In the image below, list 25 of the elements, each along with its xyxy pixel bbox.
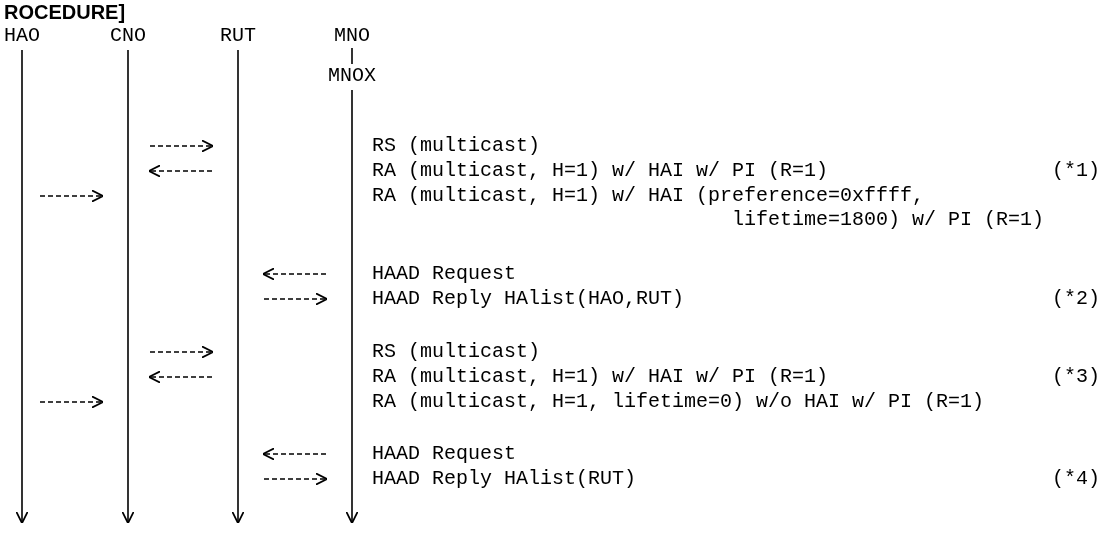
lifeline xyxy=(121,49,135,524)
message-text: HAAD Request xyxy=(372,442,517,466)
message-text: RS (multicast) xyxy=(372,134,541,158)
lifeline-label: RUT xyxy=(220,24,256,48)
message-text: HAAD Request xyxy=(372,262,517,286)
title: ROCEDURE] xyxy=(4,0,126,24)
note-mark: (*1) xyxy=(1052,159,1100,183)
lifeline xyxy=(345,89,359,524)
note-mark: (*2) xyxy=(1052,287,1100,311)
message-text: RA (multicast, H=1) w/ HAI w/ PI (R=1) xyxy=(372,159,829,183)
lifeline xyxy=(231,49,245,524)
lifeline-label: MNO xyxy=(334,24,370,48)
lifeline-label: HAO xyxy=(4,24,40,48)
note-mark: (*4) xyxy=(1052,467,1100,491)
lifeline xyxy=(15,49,29,524)
message-text: HAAD Reply HAlist(HAO,RUT) xyxy=(372,287,685,311)
note-mark: (*3) xyxy=(1052,365,1100,389)
message-text: RA (multicast, H=1) w/ HAI w/ PI (R=1) xyxy=(372,365,829,389)
lifeline-label: MNOX xyxy=(328,64,376,88)
message-text: RA (multicast, H=1) w/ HAI (preference=0xffff, lifetime=1800) w/ PI (R=1) xyxy=(372,184,1046,232)
lifeline-label: CNO xyxy=(110,24,146,48)
connector-line xyxy=(351,47,353,65)
message-text: RS (multicast) xyxy=(372,340,541,364)
message-text: RA (multicast, H=1, lifetime=0) w/o HAI w/ PI (R=1) xyxy=(372,390,985,414)
message-text: HAAD Reply HAlist(RUT) xyxy=(372,467,637,491)
